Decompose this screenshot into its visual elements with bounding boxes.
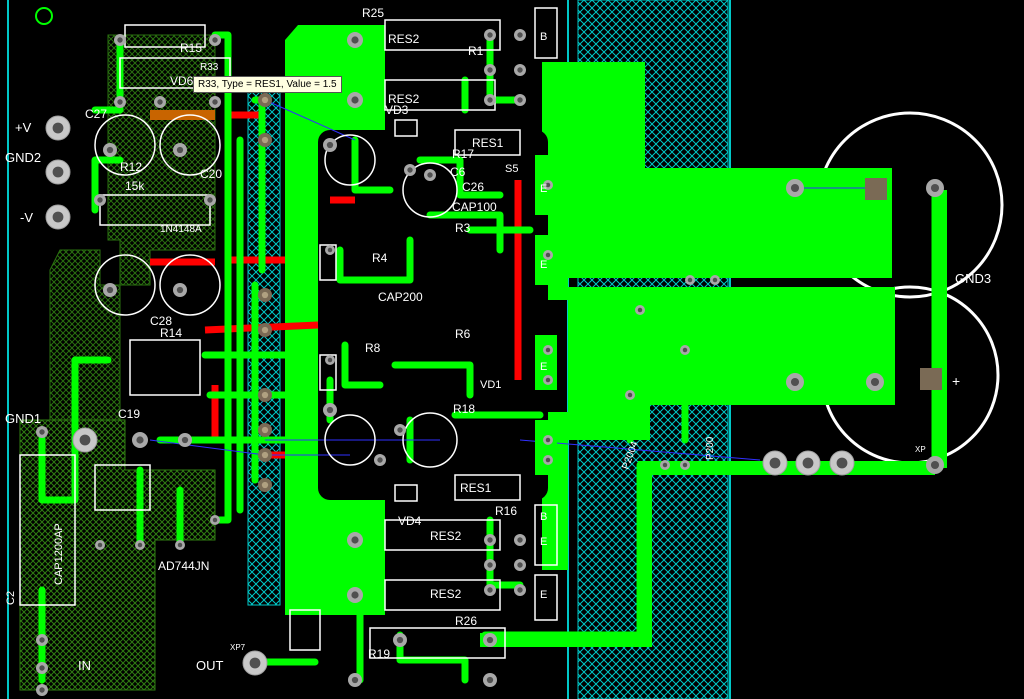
label-xp7: XP7 xyxy=(230,643,246,652)
label-e3: E xyxy=(540,361,547,373)
label-e5: E xyxy=(540,589,547,601)
label-cap200: CAP200 xyxy=(378,290,423,304)
label-r25: R25 xyxy=(362,6,384,20)
label-c2: C2 xyxy=(5,591,17,605)
label-res1-a: RES1 xyxy=(472,136,504,150)
label-v-plus: +V xyxy=(15,120,32,135)
label-gnd3: GND3 xyxy=(955,271,991,286)
board-corner-mark xyxy=(35,7,53,25)
label-c6: C6 xyxy=(450,165,466,179)
pads-square xyxy=(535,155,942,475)
label-r1: R1 xyxy=(468,44,484,58)
label-c28: C28 xyxy=(150,314,172,328)
label-cap1200ap: CAP1200AP xyxy=(53,523,65,585)
label-res2-c: RES2 xyxy=(430,529,462,543)
label-vd4: VD4 xyxy=(398,514,422,528)
pads-round xyxy=(36,29,944,696)
label-c19: C19 xyxy=(118,407,140,421)
label-b1: B xyxy=(540,31,547,43)
label-r17: R17 xyxy=(452,147,474,161)
label-r3: R3 xyxy=(455,221,471,235)
power-traces xyxy=(480,190,947,647)
label-vd1: VD1 xyxy=(480,379,501,391)
label-r4: R4 xyxy=(372,251,388,265)
label-c27: C27 xyxy=(85,107,107,121)
silk-labels: R25 RES2 RES2 R1 VD3 R33 R15 VD6 C27 R12… xyxy=(5,6,716,661)
label-ad744jn: AD744JN xyxy=(158,559,209,573)
label-e2: E xyxy=(540,259,547,271)
label-res2-a: RES2 xyxy=(388,32,420,46)
label-e4: E xyxy=(540,536,547,548)
label-e1: E xyxy=(540,183,547,195)
label-r12: R12 xyxy=(120,160,142,174)
connector-labels: +V GND2 -V GND1 GND3 IN OUT XP7 XP + xyxy=(5,120,991,673)
label-r15: R15 xyxy=(180,41,202,55)
component-outlines xyxy=(19,7,558,659)
label-vd6: VD6 xyxy=(170,74,194,88)
copper-planes xyxy=(285,25,895,615)
label-res2-d: RES2 xyxy=(430,587,462,601)
label-in: IN xyxy=(78,658,91,673)
label-r8: R8 xyxy=(365,341,381,355)
label-res1-b: RES1 xyxy=(460,481,492,495)
label-xp: XP xyxy=(915,445,926,454)
label-r18: R18 xyxy=(453,402,475,416)
label-res2-b: RES2 xyxy=(388,92,420,106)
label-r16: R16 xyxy=(495,504,517,518)
label-s5: S5 xyxy=(505,163,518,175)
label-plus: + xyxy=(952,373,960,389)
label-r19: R19 xyxy=(368,647,390,661)
label-v-minus: -V xyxy=(20,210,33,225)
label-vd3: VD3 xyxy=(385,103,409,117)
label-gnd2: GND2 xyxy=(5,150,41,165)
label-r26: R26 xyxy=(455,614,477,628)
label-15k: 15k xyxy=(125,179,145,193)
label-r6: R6 xyxy=(455,327,471,341)
label-1n4148a: 1N4148A xyxy=(160,224,202,235)
label-cap100: CAP100 xyxy=(452,200,497,214)
component-tooltip: R33, Type = RES1, Value = 1.5 xyxy=(193,76,342,93)
label-c26: C26 xyxy=(462,180,484,194)
label-gnd1: GND1 xyxy=(5,411,41,426)
label-b2: B xyxy=(540,511,547,523)
label-p200: P200 xyxy=(705,436,716,460)
label-r14: R14 xyxy=(160,326,182,340)
label-c20: C20 xyxy=(200,167,222,181)
label-out: OUT xyxy=(196,658,224,673)
label-r33: R33 xyxy=(200,62,219,73)
